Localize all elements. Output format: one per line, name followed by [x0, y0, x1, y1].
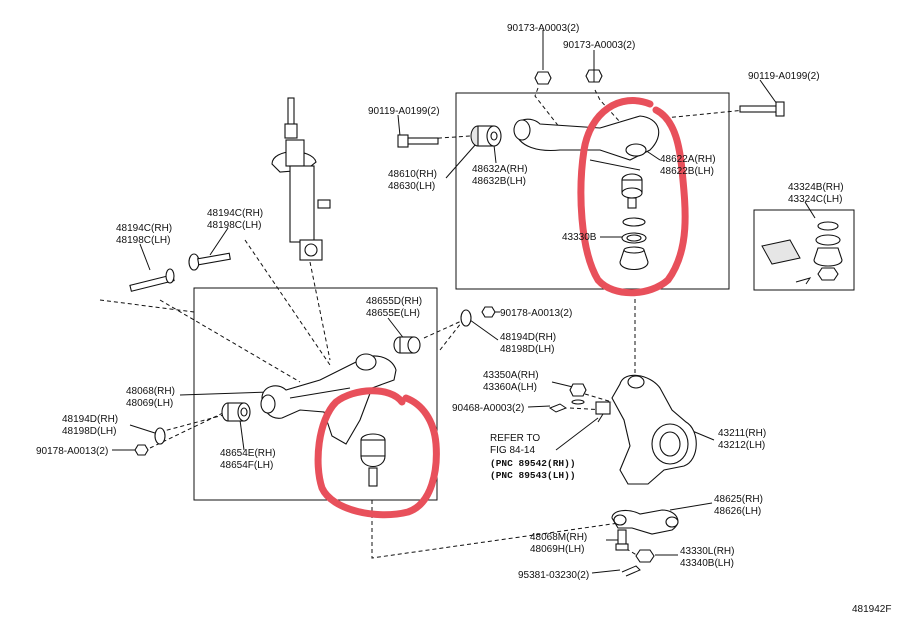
lower-bushing-right — [393, 336, 421, 354]
label-43330l: 43330L(RH) — [680, 546, 734, 557]
cam-bolt-short — [188, 252, 231, 271]
label-90178-right: 90178-A0013(2) — [500, 308, 572, 319]
label-48654f: 48654F(LH) — [220, 460, 273, 471]
label-43211: 43211(RH) — [718, 428, 766, 439]
upper-arm-bushing — [470, 125, 502, 147]
label-90173-b: 90173-A0003(2) — [563, 40, 635, 51]
upper-ball-joint — [621, 173, 643, 209]
label-43360a: 43360A(LH) — [483, 382, 537, 393]
label-43330b: 43330B — [562, 232, 597, 243]
upper-boot-kit — [619, 217, 649, 271]
figure-id: 481942F — [852, 604, 891, 615]
label-90173-a: 90173-A0003(2) — [507, 23, 579, 34]
assembly-lines — [99, 87, 746, 561]
lower-control-arm — [260, 353, 397, 445]
label-48194c-upper: 48194C(RH) — [207, 208, 263, 219]
label-48655e: 48655E(LH) — [366, 308, 420, 319]
label-48632a: 48632A(RH) — [472, 164, 528, 175]
cotter-pin-95381 — [621, 565, 641, 577]
label-48655d: 48655D(RH) — [366, 296, 422, 307]
brake-hose-bracket — [595, 401, 611, 423]
label-48630: 48630(LH) — [388, 181, 435, 192]
label-48622b: 48622B(LH) — [660, 166, 714, 177]
label-48194c-lower: 48194C(RH) — [116, 223, 172, 234]
red-circle-upper-ball-joint — [577, 97, 689, 297]
label-48069: 48069(LH) — [126, 398, 173, 409]
label-48198d-left: 48198D(LH) — [62, 426, 116, 437]
label-48068: 48068(RH) — [126, 386, 175, 397]
label-48625: 48625(RH) — [714, 494, 763, 505]
label-pnc-lh: (PNC 89543(LH)) — [490, 470, 576, 481]
label-90119-left: 90119-A0199(2) — [368, 106, 440, 117]
nut-90178-right — [481, 306, 496, 318]
label-95381: 95381-03230(2) — [518, 570, 589, 581]
washer-48194d-right — [460, 309, 472, 327]
bolt-90119-left — [397, 134, 439, 148]
knuckle-nut-43350a — [569, 383, 587, 405]
label-90119-right: 90119-A0199(2) — [748, 71, 820, 82]
label-pnc-rh: (PNC 89542(RH)) — [490, 458, 576, 469]
label-48198d-right: 48198D(LH) — [500, 344, 554, 355]
label-48194d-right: 48194D(RH) — [500, 332, 556, 343]
lower-bushing-left — [221, 402, 251, 422]
shock-absorber — [271, 97, 331, 261]
label-43340b: 43340B(LH) — [680, 558, 734, 569]
label-48198c-lower: 48198C(LH) — [116, 235, 170, 246]
label-43350a: 43350A(RH) — [483, 370, 539, 381]
nut-90178-left — [134, 444, 149, 456]
steering-arm — [611, 509, 679, 535]
label-fig-ref: FIG 84-14 — [490, 445, 535, 456]
washer-48194d-left — [154, 427, 166, 445]
label-48069h: 48069H(LH) — [530, 544, 584, 555]
label-48068m: 48068M(RH) — [530, 532, 587, 543]
part-labels: 90173-A0003(2) 90173-A0003(2) 90119-A019… — [36, 23, 891, 615]
bolt-90119-right — [739, 101, 785, 117]
nut-43330l — [635, 549, 655, 563]
label-43324b: 43324B(RH) — [788, 182, 844, 193]
lower-arm-frame — [193, 287, 438, 501]
label-48610: 48610(RH) — [388, 169, 437, 180]
bolt-48068m — [615, 529, 629, 551]
boot-kit-contents — [761, 221, 843, 285]
label-48654e: 48654E(RH) — [220, 448, 276, 459]
label-48626: 48626(LH) — [714, 506, 761, 517]
label-48622a: 48622A(RH) — [660, 154, 716, 165]
upper-arm-frame — [455, 92, 730, 290]
nut-90173-b — [585, 69, 603, 83]
label-refer-to: REFER TO — [490, 433, 540, 444]
cam-bolt-long — [129, 268, 175, 292]
knuckle-pin-90468 — [548, 403, 568, 413]
leader-lines — [112, 30, 816, 574]
label-43324c: 43324C(LH) — [788, 194, 842, 205]
label-48194d-left: 48194D(RH) — [62, 414, 118, 425]
steering-knuckle — [611, 374, 697, 485]
label-90178-left: 90178-A0013(2) — [36, 446, 108, 457]
label-48632b: 48632B(LH) — [472, 176, 526, 187]
red-circle-lower-ball-joint — [314, 387, 440, 519]
label-48198c-upper: 48198C(LH) — [207, 220, 261, 231]
label-90468: 90468-A0003(2) — [452, 403, 524, 414]
label-43212: 43212(LH) — [718, 440, 765, 451]
lower-ball-joint — [360, 433, 386, 487]
nut-90173-a — [534, 71, 552, 85]
boot-kit-frame — [753, 209, 855, 291]
